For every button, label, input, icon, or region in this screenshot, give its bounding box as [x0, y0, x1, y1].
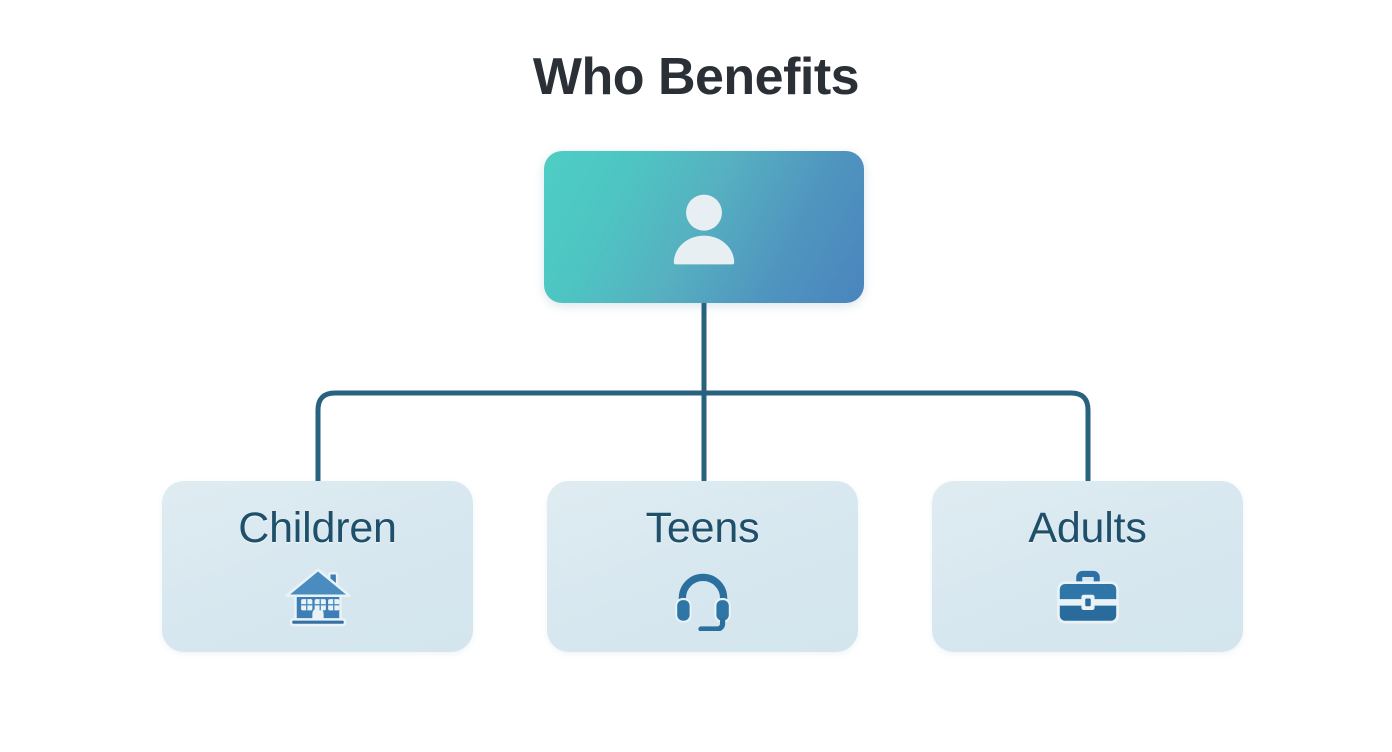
root-node[interactable]	[544, 151, 864, 303]
connector-bus	[315, 390, 1091, 484]
briefcase-icon	[1056, 571, 1119, 624]
branch-icon-children-wrap	[282, 562, 354, 634]
house-icon	[284, 568, 351, 627]
headset-icon	[674, 573, 731, 632]
branch-label-teens: Teens	[645, 504, 760, 552]
branch-card-children[interactable]: Children	[162, 481, 473, 652]
branch-icon-teens-wrap	[667, 562, 739, 634]
branch-card-adults[interactable]: Adults	[932, 481, 1243, 652]
branch-card-teens[interactable]: Teens	[547, 481, 858, 652]
page-title: Who Benefits	[532, 48, 860, 106]
person-icon	[673, 194, 735, 265]
branch-label-adults: Adults	[1028, 504, 1147, 552]
branch-icon-adults-wrap	[1052, 562, 1124, 634]
branch-label-children: Children	[238, 504, 397, 552]
